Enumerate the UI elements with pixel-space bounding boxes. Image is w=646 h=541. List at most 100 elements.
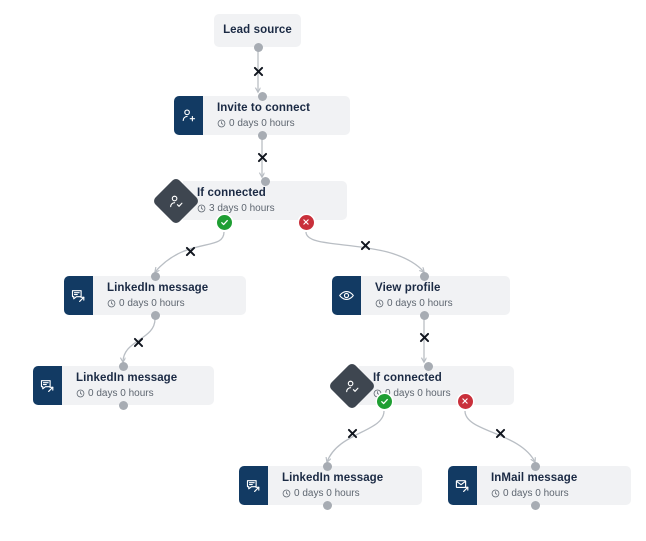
clock-icon xyxy=(282,489,291,498)
port-linkedin-message-1-out[interactable] xyxy=(150,310,160,320)
message-send-icon xyxy=(39,377,56,394)
node-delay-text-linkedin-message-1: 0 days 0 hours xyxy=(119,297,185,309)
delete-edge-if2-yes-to-linkedin-3[interactable] xyxy=(346,427,359,440)
clock-icon xyxy=(217,119,226,128)
node-icon-tile-inmail-message[interactable] xyxy=(448,466,477,505)
clock-icon xyxy=(491,489,500,498)
check-icon xyxy=(380,397,389,406)
node-delay-text-view-profile: 0 days 0 hours xyxy=(387,297,453,309)
delete-x-icon xyxy=(132,336,145,349)
node-inmail-message[interactable]: InMail message 0 days 0 hours xyxy=(448,466,631,505)
port-if-connected-2-in[interactable] xyxy=(423,361,433,371)
node-body-if-connected-1: If connected 3 days 0 hours xyxy=(183,181,347,220)
node-icon-tile-view-profile[interactable] xyxy=(332,276,361,315)
delete-x-icon xyxy=(256,151,269,164)
port-view-profile-in[interactable] xyxy=(419,271,429,281)
branch-badge-if-connected-1-yes[interactable] xyxy=(216,214,232,230)
node-body-lead-source: Lead source xyxy=(214,14,301,47)
node-icon-if-connected-1[interactable] xyxy=(151,176,201,225)
node-delay-text-invite-to-connect: 0 days 0 hours xyxy=(229,117,295,129)
port-linkedin-message-3-out[interactable] xyxy=(322,500,332,510)
node-title-linkedin-message-1: LinkedIn message xyxy=(107,281,209,294)
person-check-icon xyxy=(168,192,185,209)
node-delay-if-connected-2: 0 days 0 hours xyxy=(373,387,514,401)
delete-x-icon xyxy=(346,427,359,440)
node-delay-text-if-connected-2: 0 days 0 hours xyxy=(385,387,451,399)
person-add-icon xyxy=(180,107,197,124)
person-check-icon xyxy=(344,377,361,394)
node-delay-text-linkedin-message-3: 0 days 0 hours xyxy=(294,487,360,499)
node-icon-tile-linkedin-message-2[interactable] xyxy=(33,366,62,405)
port-linkedin-message-3-in[interactable] xyxy=(322,461,332,471)
node-delay-linkedin-message-2: 0 days 0 hours xyxy=(76,387,214,401)
cross-icon xyxy=(461,397,469,405)
port-invite-in[interactable] xyxy=(257,91,267,101)
node-title-lead-source: Lead source xyxy=(223,24,292,36)
delete-edge-if1-yes-to-linkedin-1[interactable] xyxy=(184,245,197,258)
node-delay-text-if-connected-1: 3 days 0 hours xyxy=(209,202,275,214)
node-lead-source[interactable]: Lead source xyxy=(214,14,301,47)
delete-x-icon xyxy=(184,245,197,258)
clock-icon xyxy=(375,299,384,308)
delete-edge-lead-to-invite[interactable] xyxy=(252,65,265,78)
delete-x-icon xyxy=(494,427,507,440)
eye-icon xyxy=(338,287,355,304)
node-delay-view-profile: 0 days 0 hours xyxy=(375,297,510,311)
node-delay-text-linkedin-message-2: 0 days 0 hours xyxy=(88,387,154,399)
port-inmail-message-in[interactable] xyxy=(530,461,540,471)
node-icon-if-connected-2[interactable] xyxy=(327,361,377,410)
clock-icon xyxy=(197,204,206,213)
envelope-send-icon xyxy=(454,477,471,494)
node-title-inmail-message: InMail message xyxy=(491,471,578,484)
node-title-if-connected-1: If connected xyxy=(197,186,266,199)
node-title-if-connected-2: If connected xyxy=(373,371,442,384)
node-title-invite-to-connect: Invite to connect xyxy=(217,101,311,114)
node-delay-invite-to-connect: 0 days 0 hours xyxy=(217,117,350,131)
delete-edge-invite-to-if-connected-1[interactable] xyxy=(256,151,269,164)
port-linkedin-message-2-out[interactable] xyxy=(118,400,128,410)
port-inmail-message-out[interactable] xyxy=(530,500,540,510)
message-send-icon xyxy=(70,287,87,304)
node-delay-linkedin-message-3: 0 days 0 hours xyxy=(282,487,422,501)
node-linkedin-message-1[interactable]: LinkedIn message 0 days 0 hours xyxy=(64,276,246,315)
branch-badge-if-connected-2-yes[interactable] xyxy=(376,393,392,409)
node-delay-inmail-message: 0 days 0 hours xyxy=(491,487,631,501)
node-icon-tile-linkedin-message-3[interactable] xyxy=(239,466,268,505)
port-invite-out[interactable] xyxy=(257,130,267,140)
branch-badge-if-connected-1-no[interactable] xyxy=(298,214,314,230)
node-delay-if-connected-1: 3 days 0 hours xyxy=(197,202,347,216)
node-title-linkedin-message-2: LinkedIn message xyxy=(76,371,178,384)
delete-x-icon xyxy=(252,65,265,78)
node-body-linkedin-message-1: LinkedIn message 0 days 0 hours xyxy=(93,276,246,315)
clock-icon xyxy=(107,299,116,308)
message-send-icon xyxy=(245,477,262,494)
branch-badge-if-connected-2-no[interactable] xyxy=(457,393,473,409)
node-body-linkedin-message-2: LinkedIn message 0 days 0 hours xyxy=(62,366,214,405)
node-linkedin-message-2[interactable]: LinkedIn message 0 days 0 hours xyxy=(33,366,214,405)
node-invite-to-connect[interactable]: Invite to connect 0 days 0 hours xyxy=(174,96,350,135)
delete-edge-linkedin-1-to-linkedin-2[interactable] xyxy=(132,336,145,349)
node-delay-linkedin-message-1: 0 days 0 hours xyxy=(107,297,246,311)
node-icon-tile-invite-to-connect[interactable] xyxy=(174,96,203,135)
node-if-connected-1[interactable]: If connected 3 days 0 hours xyxy=(183,181,347,220)
node-body-inmail-message: InMail message 0 days 0 hours xyxy=(477,466,631,505)
check-icon xyxy=(220,218,229,227)
delete-edge-if1-no-to-view-profile[interactable] xyxy=(359,239,372,252)
node-icon-tile-linkedin-message-1[interactable] xyxy=(64,276,93,315)
port-if-connected-1-in[interactable] xyxy=(260,176,270,186)
delete-x-icon xyxy=(359,239,372,252)
delete-x-icon xyxy=(418,331,431,344)
delete-edge-if2-no-to-inmail[interactable] xyxy=(494,427,507,440)
port-linkedin-message-1-in[interactable] xyxy=(150,271,160,281)
port-lead-source-out[interactable] xyxy=(253,42,263,52)
port-linkedin-message-2-in[interactable] xyxy=(118,361,128,371)
cross-icon xyxy=(302,218,310,226)
port-view-profile-out[interactable] xyxy=(419,310,429,320)
delete-edge-view-profile-to-if2[interactable] xyxy=(418,331,431,344)
